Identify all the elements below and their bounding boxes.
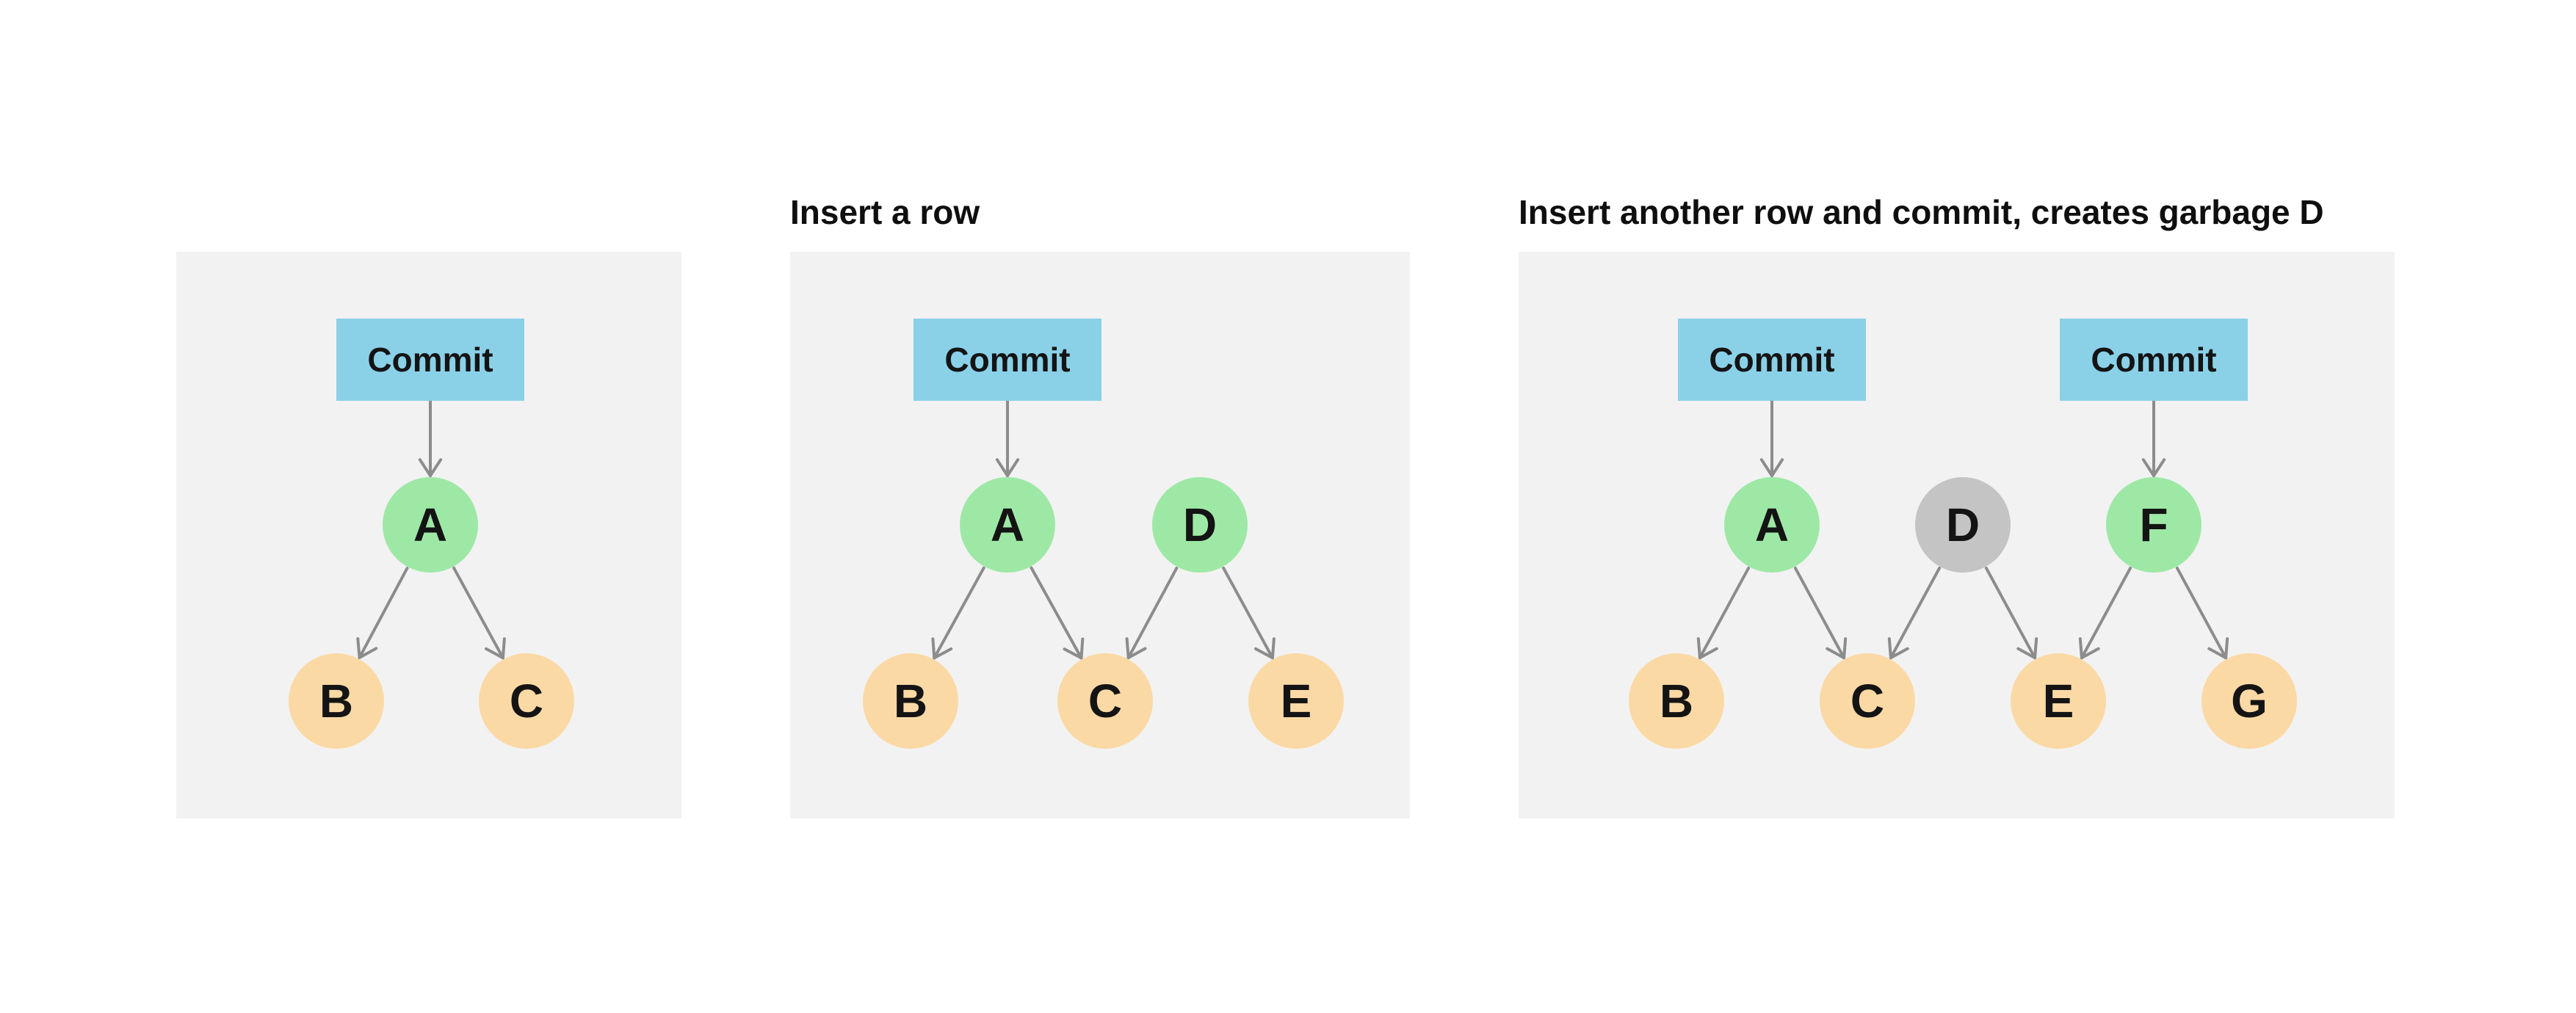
edge-arrows	[356, 399, 506, 660]
tree-node-B: B	[863, 653, 958, 749]
tree-node-E: E	[2011, 653, 2106, 749]
node-label: D	[1945, 498, 1980, 551]
node-label: D	[1182, 498, 1218, 551]
node-label: C	[1850, 675, 1885, 727]
tree-node-D: D	[1915, 477, 2011, 573]
node-label: E	[1280, 675, 1312, 727]
commit-box: Commit	[2060, 319, 2248, 401]
edge-arrows	[931, 399, 1276, 660]
node-label: E	[2042, 675, 2074, 727]
tree-node-A: A	[1724, 477, 1820, 573]
node-label: A	[413, 498, 448, 551]
node-label: B	[319, 675, 354, 727]
node-label: Commit	[944, 341, 1071, 379]
tree-node-G: G	[2201, 653, 2297, 749]
tree-node-C: C	[1820, 653, 1915, 749]
tree-node-A: A	[960, 477, 1055, 573]
node-label: Commit	[367, 341, 493, 379]
tree-node-F: F	[2106, 477, 2201, 573]
edge-arrows	[1696, 399, 2229, 660]
commit-box: Commit	[913, 319, 1101, 401]
node-label: A	[990, 498, 1025, 551]
node-label: C	[509, 675, 544, 727]
tree-node-C: C	[1057, 653, 1153, 749]
node-label: B	[1659, 675, 1694, 727]
tree-node-A: A	[383, 477, 478, 573]
tree-node-E: E	[1248, 653, 1344, 749]
node-label: A	[1754, 498, 1790, 551]
commit-box: Commit	[1678, 319, 1866, 401]
node-label: C	[1088, 675, 1123, 727]
panel-2-title: Insert a row	[790, 193, 980, 231]
tree-node-B: B	[1629, 653, 1724, 749]
tree-node-C: C	[479, 653, 574, 749]
node-label: Commit	[2091, 341, 2217, 379]
tree-node-B: B	[289, 653, 384, 749]
node-label: F	[2139, 498, 2168, 551]
commit-box: Commit	[336, 319, 524, 401]
node-label: Commit	[1709, 341, 1835, 379]
panel-3-title: Insert another row and commit, creates g…	[1519, 193, 2324, 231]
node-label: B	[893, 675, 928, 727]
tree-node-D: D	[1152, 477, 1248, 573]
node-label: G	[2231, 675, 2268, 727]
